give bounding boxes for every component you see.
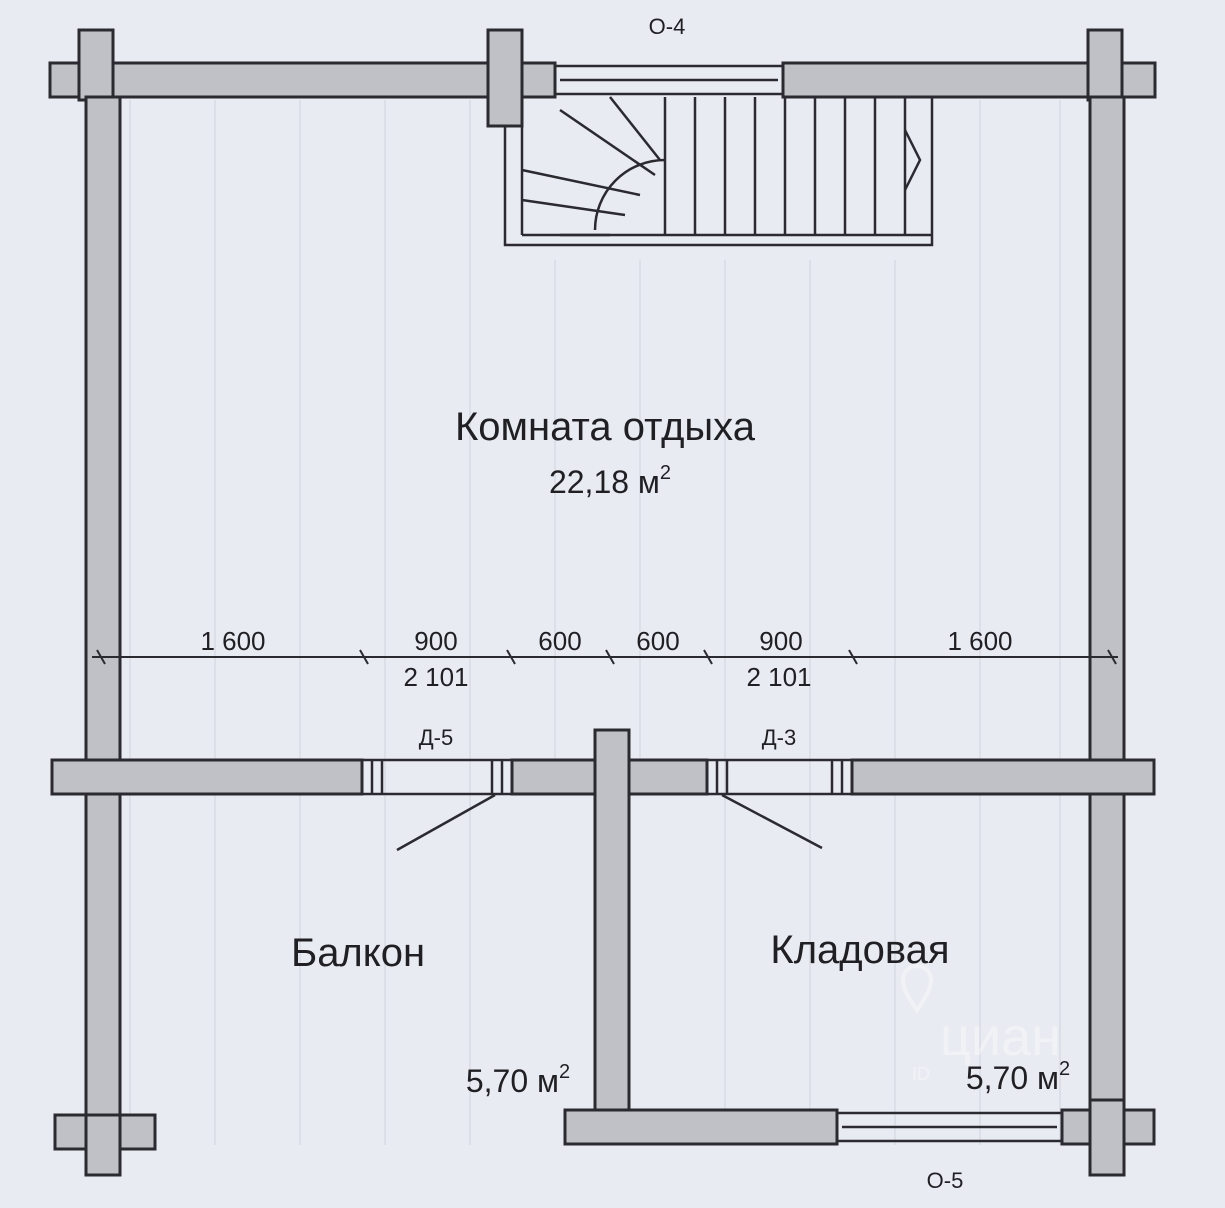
dim-3: 600 (538, 626, 581, 656)
corner-cross-tl (77, 28, 115, 102)
staircase (503, 96, 934, 247)
room-area-balcony: 5,70 м2 (466, 1061, 570, 1099)
room-name-main: Комната отдыха (455, 405, 756, 449)
background-lines (129, 100, 1061, 1145)
corner-cross-tr (1086, 28, 1124, 102)
door-d5 (360, 758, 514, 852)
room-name-balcony: Балкон (291, 931, 425, 975)
window-tag-o4: О-4 (649, 14, 686, 39)
walls (48, 28, 1157, 1177)
dim-4: 600 (636, 626, 679, 656)
wall-partition (593, 728, 631, 1112)
window-tag-o5: О-5 (927, 1168, 964, 1193)
dim-6: 1 600 (947, 626, 1012, 656)
window-o4 (553, 64, 785, 96)
watermark-sub: ID (912, 1064, 930, 1084)
corner-post-bl (84, 1113, 122, 1177)
wall-bottom-left (563, 1108, 839, 1146)
dim-height-right: 2 101 (746, 662, 811, 692)
dimension-line (92, 649, 1118, 665)
post-top-middle (486, 28, 524, 128)
dimension-labels: 1 600 900 600 600 900 1 600 2 101 2 101 (200, 626, 1012, 692)
room-area-balcony-value: 5,70 м (466, 1063, 559, 1099)
wall-right (1088, 95, 1126, 1149)
wall-middle-left (50, 758, 364, 796)
corner-post-br (1088, 1098, 1126, 1177)
room-area-main-value: 22,18 м (549, 464, 660, 500)
wall-middle-right (850, 758, 1156, 796)
room-area-main: 22,18 м2 (549, 462, 671, 500)
window-o5 (835, 1111, 1064, 1143)
watermark: циан ID (900, 964, 1061, 1084)
dim-2: 900 (414, 626, 457, 656)
room-area-storage-sup: 2 (1059, 1058, 1070, 1080)
room-area-main-sup: 2 (660, 462, 671, 484)
door-tag-d5: Д-5 (419, 725, 453, 750)
watermark-text: циан (940, 1007, 1061, 1067)
wall-left (84, 95, 122, 1177)
door-tag-d3: Д-3 (762, 725, 796, 750)
room-area-storage-value: 5,70 м (966, 1060, 1059, 1096)
location-pin-icon (900, 964, 934, 1014)
room-name-storage: Кладовая (770, 928, 949, 972)
dim-1: 1 600 (200, 626, 265, 656)
room-area-balcony-sup: 2 (559, 1061, 570, 1083)
door-d3 (705, 758, 854, 850)
wall-top-left (48, 61, 557, 99)
room-area-storage: 5,70 м2 (966, 1058, 1070, 1096)
dim-5: 900 (759, 626, 802, 656)
dim-height-left: 2 101 (403, 662, 468, 692)
